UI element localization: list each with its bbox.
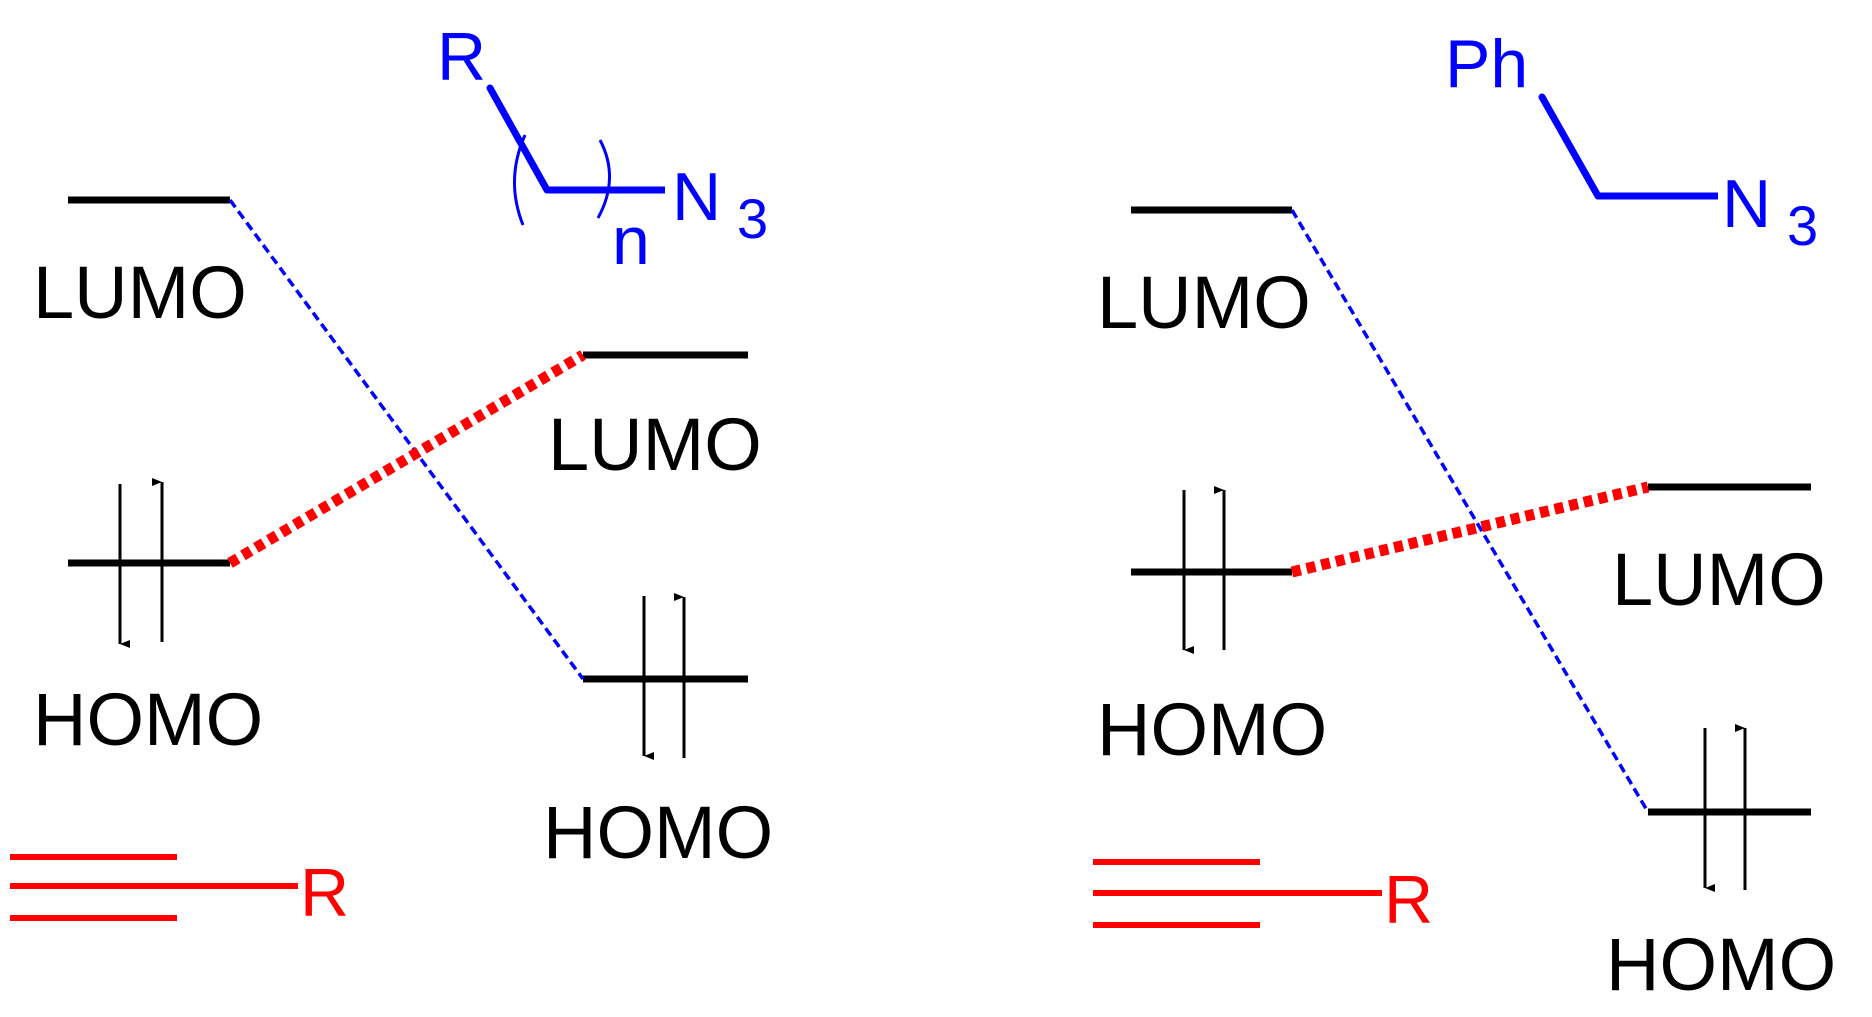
right-azide-group-subscript: 3 <box>1787 194 1818 257</box>
left-azide-bracket-open <box>513 134 527 226</box>
right-azide-lumo-label: LUMO <box>1612 538 1826 621</box>
right-azide-homo-label: HOMO <box>1606 923 1836 1006</box>
right-interaction-alkyne-homo-to-azide-lumo <box>1290 481 1650 578</box>
left-azide-homo-label: HOMO <box>543 791 773 874</box>
right-alkyne-lumo-label: LUMO <box>1097 261 1311 344</box>
left-interaction-alkyne-homo-to-azide-lumo <box>227 350 586 568</box>
right-azide-group: N <box>1722 166 1771 242</box>
left-azide-bracket-close <box>596 139 611 219</box>
left-azide-repeat-index: n <box>612 203 650 279</box>
left-panel: R n N 3 R LUMO HOMO LUMO <box>10 19 773 931</box>
right-azide-substituent: Ph <box>1445 26 1528 102</box>
left-interaction-alkyne-lumo-to-azide-homo <box>228 198 585 681</box>
left-azide-bond-1 <box>486 84 551 194</box>
left-azide-substituent: R <box>437 19 486 95</box>
right-alkyne-substituent: R <box>1384 862 1433 938</box>
left-azide-group: N <box>672 159 721 235</box>
left-alkyne-substituent: R <box>300 855 349 931</box>
left-azide-group-subscript: 3 <box>737 187 768 250</box>
left-alkyne-lumo-label: LUMO <box>33 251 247 334</box>
left-azide-lumo-label: LUMO <box>548 403 762 486</box>
right-interaction-alkyne-lumo-to-azide-homo <box>1290 209 1650 813</box>
right-azide-bond-1 <box>1538 93 1602 200</box>
left-alkyne-homo-label: HOMO <box>33 678 263 761</box>
right-alkyne-structure: R <box>1093 859 1433 938</box>
left-azide-structure: R n N 3 <box>437 19 768 279</box>
left-alkyne-structure: R <box>10 854 349 931</box>
right-panel: Ph N 3 R LUMO HOMO LUMO HOMO <box>1093 26 1836 1006</box>
right-azide-structure: Ph N 3 <box>1445 26 1818 257</box>
right-alkyne-homo-label: HOMO <box>1097 688 1327 771</box>
